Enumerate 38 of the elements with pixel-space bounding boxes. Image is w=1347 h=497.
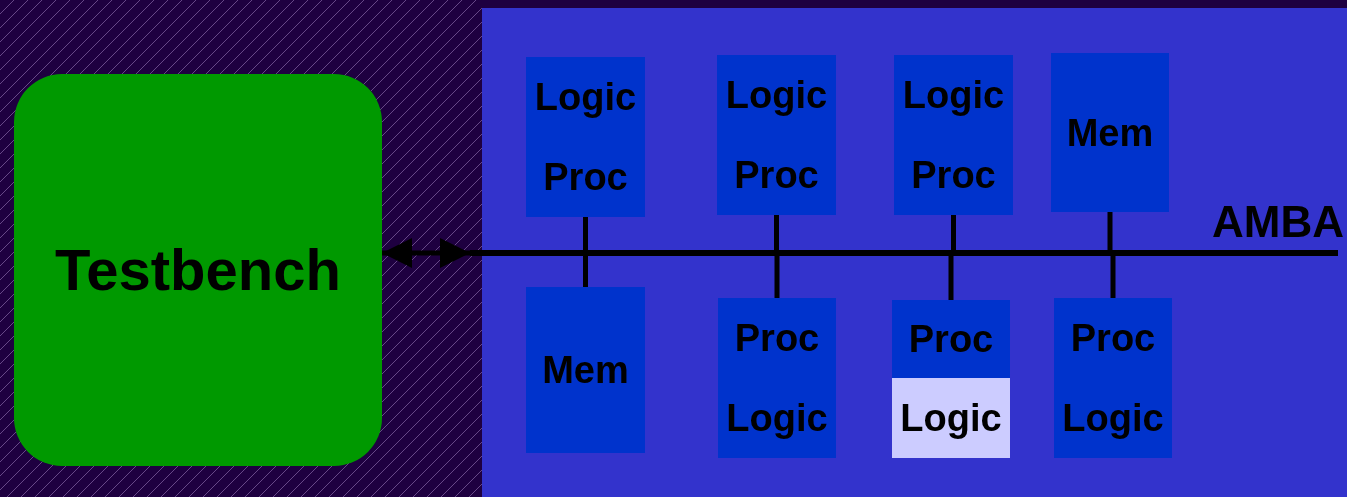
block-box: [1054, 298, 1172, 378]
block-label: Proc: [1070, 319, 1156, 357]
connector-line: [951, 215, 956, 250]
block-label: Proc: [543, 158, 628, 196]
block-label: Proc: [734, 319, 820, 357]
connector-line: [583, 256, 588, 287]
block-box: [892, 378, 1010, 458]
double-arrow: [382, 238, 470, 268]
block-label: Mem: [1066, 113, 1154, 152]
block-label: Logic: [1062, 399, 1164, 437]
bus-label: AMBA: [1212, 200, 1344, 244]
connector-line: [774, 215, 779, 250]
block-box: [1054, 378, 1172, 458]
block-box: [894, 55, 1013, 215]
testbench-label: Testbench: [55, 241, 341, 299]
connector-line: [774, 256, 780, 298]
connector-line: [583, 217, 588, 250]
block-label: Logic: [900, 399, 1002, 437]
block-label: Proc: [911, 156, 996, 194]
block-label: Logic: [902, 76, 1005, 114]
connector-line: [1110, 256, 1116, 298]
block-label: Logic: [534, 78, 637, 116]
block-box: [718, 378, 836, 458]
block-label: Proc: [734, 156, 819, 194]
block-label: Proc: [908, 320, 994, 358]
block-box: [526, 57, 645, 217]
block-box: [718, 298, 836, 378]
block-box: [717, 55, 836, 215]
block-label: Mem: [542, 351, 629, 389]
block-box: [1051, 53, 1169, 212]
block-label: Logic: [726, 399, 828, 437]
block-box: [892, 300, 1010, 378]
connector-line: [948, 256, 954, 300]
block-box: [526, 287, 645, 453]
connector-line: [1107, 212, 1113, 250]
bus-bar: [470, 250, 1338, 256]
block-label: Logic: [725, 76, 828, 114]
testbench-box: [14, 74, 382, 466]
